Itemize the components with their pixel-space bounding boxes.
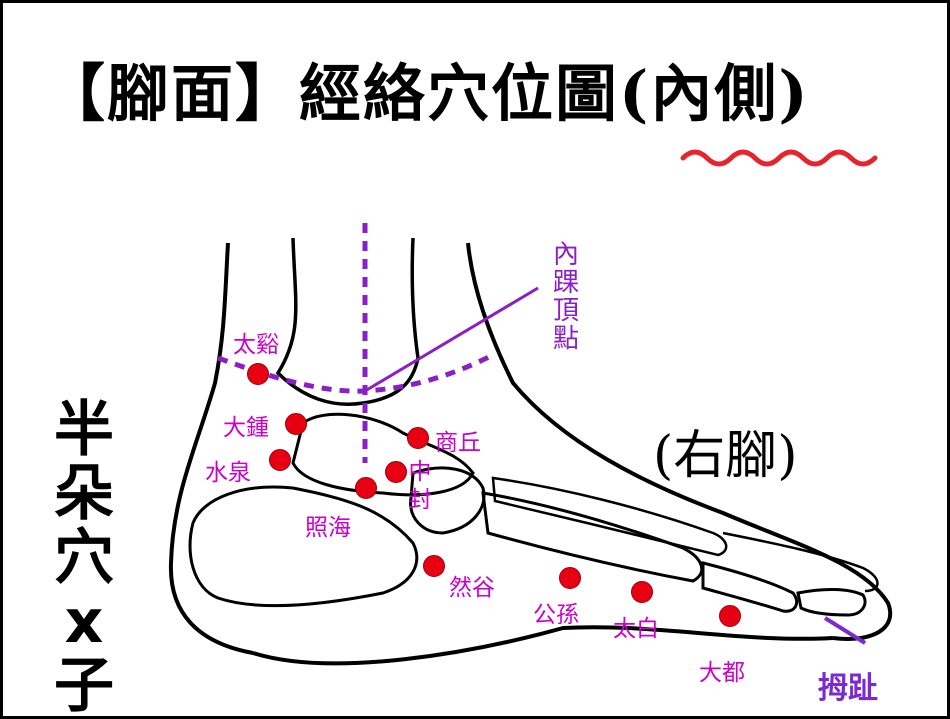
malleolus-curve-guide <box>217 352 495 394</box>
brand-char-2: 朵 <box>54 459 114 529</box>
acupoint-marker-rangu <box>423 555 445 577</box>
brand-watermark: 半 朵 穴 x 子 <box>41 395 127 719</box>
acupoint-label-zhongfeng-text: 中封 <box>408 459 432 513</box>
malleolus-top-label: 內 踝 頂 點 <box>551 241 581 353</box>
wavy-underline <box>680 149 878 167</box>
acupoint-marker-shangqiu <box>407 427 429 449</box>
malleolus-top-char-3: 頂 <box>552 296 579 326</box>
acupoint-label-shangqiu: 商丘 <box>435 430 481 456</box>
toes-lesser <box>722 531 879 593</box>
acupoint-label-shuiquan: 水泉 <box>205 460 251 486</box>
acupoint-label-gongsun: 公孫 <box>533 602 579 628</box>
navicular <box>409 466 486 535</box>
acupoint-marker-taixi <box>247 363 269 385</box>
acupoint-marker-taibai <box>631 581 653 603</box>
acupoint-marker-zhaohai <box>355 477 377 499</box>
big-toe-label: 拇趾 <box>818 671 878 706</box>
calcaneus <box>188 485 419 608</box>
phalanx-distal <box>796 587 867 617</box>
acupoint-label-zhaohai: 照海 <box>305 515 351 541</box>
brand-char-3: 穴 <box>54 523 114 593</box>
page-title: 【腳面】經絡穴位圖(內側) <box>43 57 810 130</box>
acupoint-marker-dazhong <box>285 413 307 435</box>
acupoint-marker-zhongfeng <box>385 461 407 483</box>
acupoint-label-dadu: 大都 <box>699 660 745 686</box>
toe-leader-line <box>823 616 867 645</box>
acupoint-label-rangu: 然谷 <box>449 575 495 601</box>
brand-char-4: x <box>64 587 104 657</box>
foot-side-subtitle: (右腳) <box>653 426 798 486</box>
malleolus-top-char-4: 點 <box>552 324 579 354</box>
metatarsal-2 <box>491 476 728 557</box>
brand-char-5: 子 <box>54 651 114 719</box>
tibia <box>275 237 420 406</box>
malleolus-leader-line <box>364 286 539 393</box>
acupoint-label-taixi: 太谿 <box>233 332 279 358</box>
acupoint-label-taibai: 太白 <box>613 616 659 642</box>
foot-illustration <box>168 149 892 666</box>
acupoint-marker-shuiquan <box>269 449 291 471</box>
malleolus-top-char-2: 踝 <box>552 268 579 298</box>
metatarsal-1 <box>481 491 704 583</box>
acupoint-marker-gongsun <box>559 567 581 589</box>
talus <box>291 412 475 497</box>
leg-outline-front <box>466 242 892 641</box>
phalanx-proximal <box>701 561 799 613</box>
acupoint-label-dazhong: 大鍾 <box>223 415 269 441</box>
leg-outline-back <box>168 242 254 655</box>
acupoint-marker-dadu <box>719 605 741 627</box>
brand-char-1: 半 <box>54 395 114 465</box>
malleolus-top-char-1: 內 <box>552 240 579 270</box>
sole-outline <box>252 625 834 666</box>
acupoint-label-zhongfeng: 中封 <box>405 458 435 514</box>
